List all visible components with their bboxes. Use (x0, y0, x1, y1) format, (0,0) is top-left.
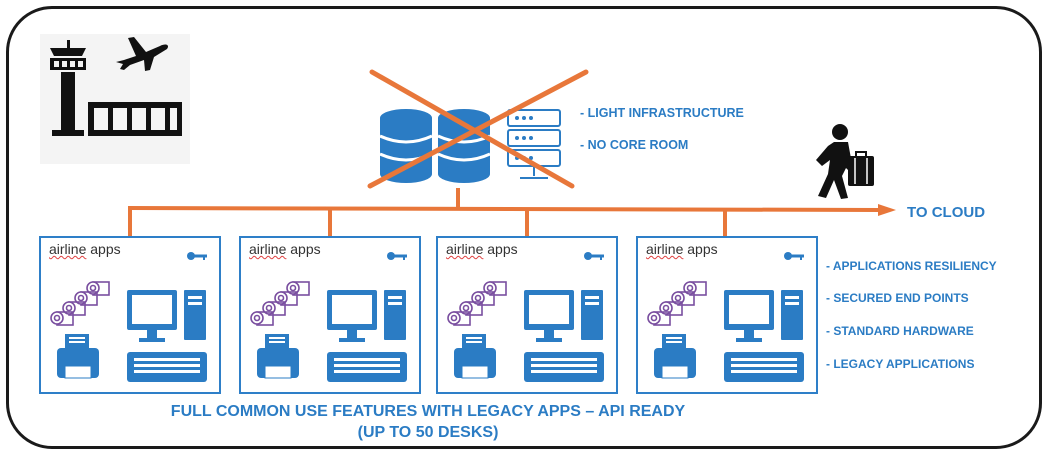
airplane-icon (116, 37, 169, 71)
computer-monitor-icon (127, 290, 177, 342)
keyboard-icon (724, 352, 804, 382)
certificate-icons (447, 281, 507, 326)
key-icon (387, 252, 407, 260)
printer-icon (654, 334, 696, 379)
desk-card: airline apps (39, 236, 221, 394)
feature-item: - LEGACY APPLICATIONS (826, 357, 975, 371)
key-icon (187, 252, 207, 260)
feature-item: - SECURED END POINTS (826, 291, 969, 305)
feature-item: - APPLICATIONS RESILIENCY (826, 259, 997, 273)
cross-out-mark (367, 69, 589, 189)
infra-label-light: - LIGHT INFRASTRUCTURE (580, 106, 744, 120)
pc-tower-icon (184, 290, 206, 340)
pc-tower-icon (581, 290, 603, 340)
keyboard-icon (127, 352, 207, 382)
footer-line-1: FULL COMMON USE FEATURES WITH LEGACY APP… (170, 403, 686, 420)
desk-label: airline apps (49, 241, 121, 257)
computer-monitor-icon (524, 290, 574, 342)
desk-equipment (447, 252, 604, 382)
to-cloud-label: TO CLOUD (907, 204, 986, 221)
feature-item: - STANDARD HARDWARE (826, 324, 974, 338)
key-icon (784, 252, 804, 260)
desk-equipment (250, 252, 407, 382)
desk-card: airline apps (436, 236, 618, 394)
certificate-icons (50, 281, 110, 326)
desk-card: airline apps (239, 236, 421, 394)
keyboard-icon (524, 352, 604, 382)
infra-label-no-core-room: - NO CORE ROOM (580, 138, 689, 152)
traveler-icon (816, 124, 874, 199)
footer-line-2: (UP TO 50 DESKS) (357, 424, 499, 441)
desk-label: airline apps (249, 241, 321, 257)
keyboard-icon (327, 352, 407, 382)
certificate-icons (647, 281, 707, 326)
computer-monitor-icon (724, 290, 774, 342)
computer-monitor-icon (327, 290, 377, 342)
pc-tower-icon (781, 290, 803, 340)
database-icon (437, 109, 491, 183)
desk-equipment (50, 252, 207, 382)
printer-icon (454, 334, 496, 379)
desk-label: airline apps (646, 241, 718, 257)
desk-card: airline apps (636, 236, 818, 394)
desk-equipment (647, 252, 804, 382)
pc-tower-icon (384, 290, 406, 340)
desk-label: airline apps (446, 241, 518, 257)
printer-icon (257, 334, 299, 379)
printer-icon (57, 334, 99, 379)
airport-tower-icon (40, 34, 190, 164)
certificate-icons (250, 281, 310, 326)
key-icon (584, 252, 604, 260)
